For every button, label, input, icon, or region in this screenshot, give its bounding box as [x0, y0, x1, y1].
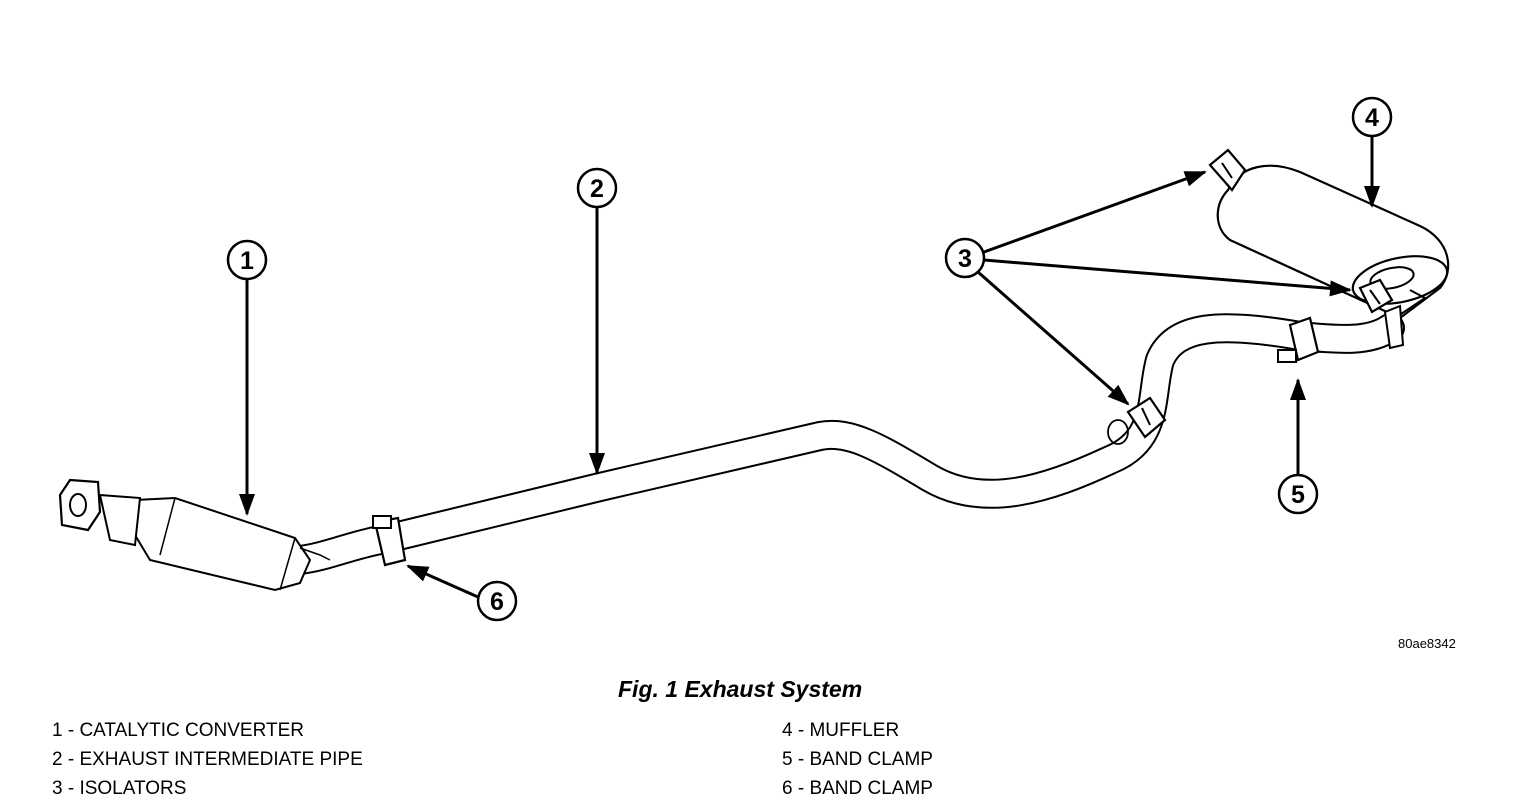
callout-6: 6	[406, 564, 518, 622]
callout-4: 4	[1351, 96, 1393, 208]
band-clamp-front	[372, 515, 407, 567]
legend-item-isolators: 3 - ISOLATORS	[52, 778, 187, 799]
figure-caption: Fig. 1 Exhaust System	[618, 676, 863, 702]
legend-left-column: 1 - CATALYTIC CONVERTER 2 - EXHAUST INTE…	[52, 716, 363, 803]
exhaust-intermediate-pipe	[285, 313, 1405, 575]
figure-image-id: 80ae8342	[1398, 636, 1456, 651]
legend-item-band-clamp-5: 5 - BAND CLAMP	[782, 749, 933, 770]
callout-1: 1	[226, 239, 268, 516]
callout-1-number: 1	[240, 247, 254, 275]
muffler	[1216, 164, 1450, 320]
callout-5-number: 5	[1291, 481, 1305, 509]
callout-2-number: 2	[590, 175, 604, 203]
callout-4-number: 4	[1365, 104, 1379, 132]
legend-item-exhaust-intermediate-pipe: 2 - EXHAUST INTERMEDIATE PIPE	[52, 749, 363, 770]
legend-item-band-clamp-6: 6 - BAND CLAMP	[782, 778, 933, 799]
catalytic-converter	[58, 478, 331, 592]
callout-6-number: 6	[490, 588, 504, 616]
callout-2: 2	[576, 167, 618, 475]
isolator-top	[1208, 148, 1247, 192]
legend-item-muffler: 4 - MUFFLER	[782, 720, 900, 741]
band-clamp-rear	[1277, 304, 1405, 363]
callout-3: 3	[944, 170, 1352, 406]
legend-item-catalytic-converter: 1 - CATALYTIC CONVERTER	[52, 720, 304, 741]
callout-5: 5	[1277, 378, 1319, 515]
callout-3-number: 3	[958, 245, 972, 273]
legend-right-column: 4 - MUFFLER 5 - BAND CLAMP 6 - BAND CLAM…	[782, 716, 933, 803]
isolator-mid	[1107, 396, 1167, 445]
isolator-rear	[1358, 278, 1394, 314]
